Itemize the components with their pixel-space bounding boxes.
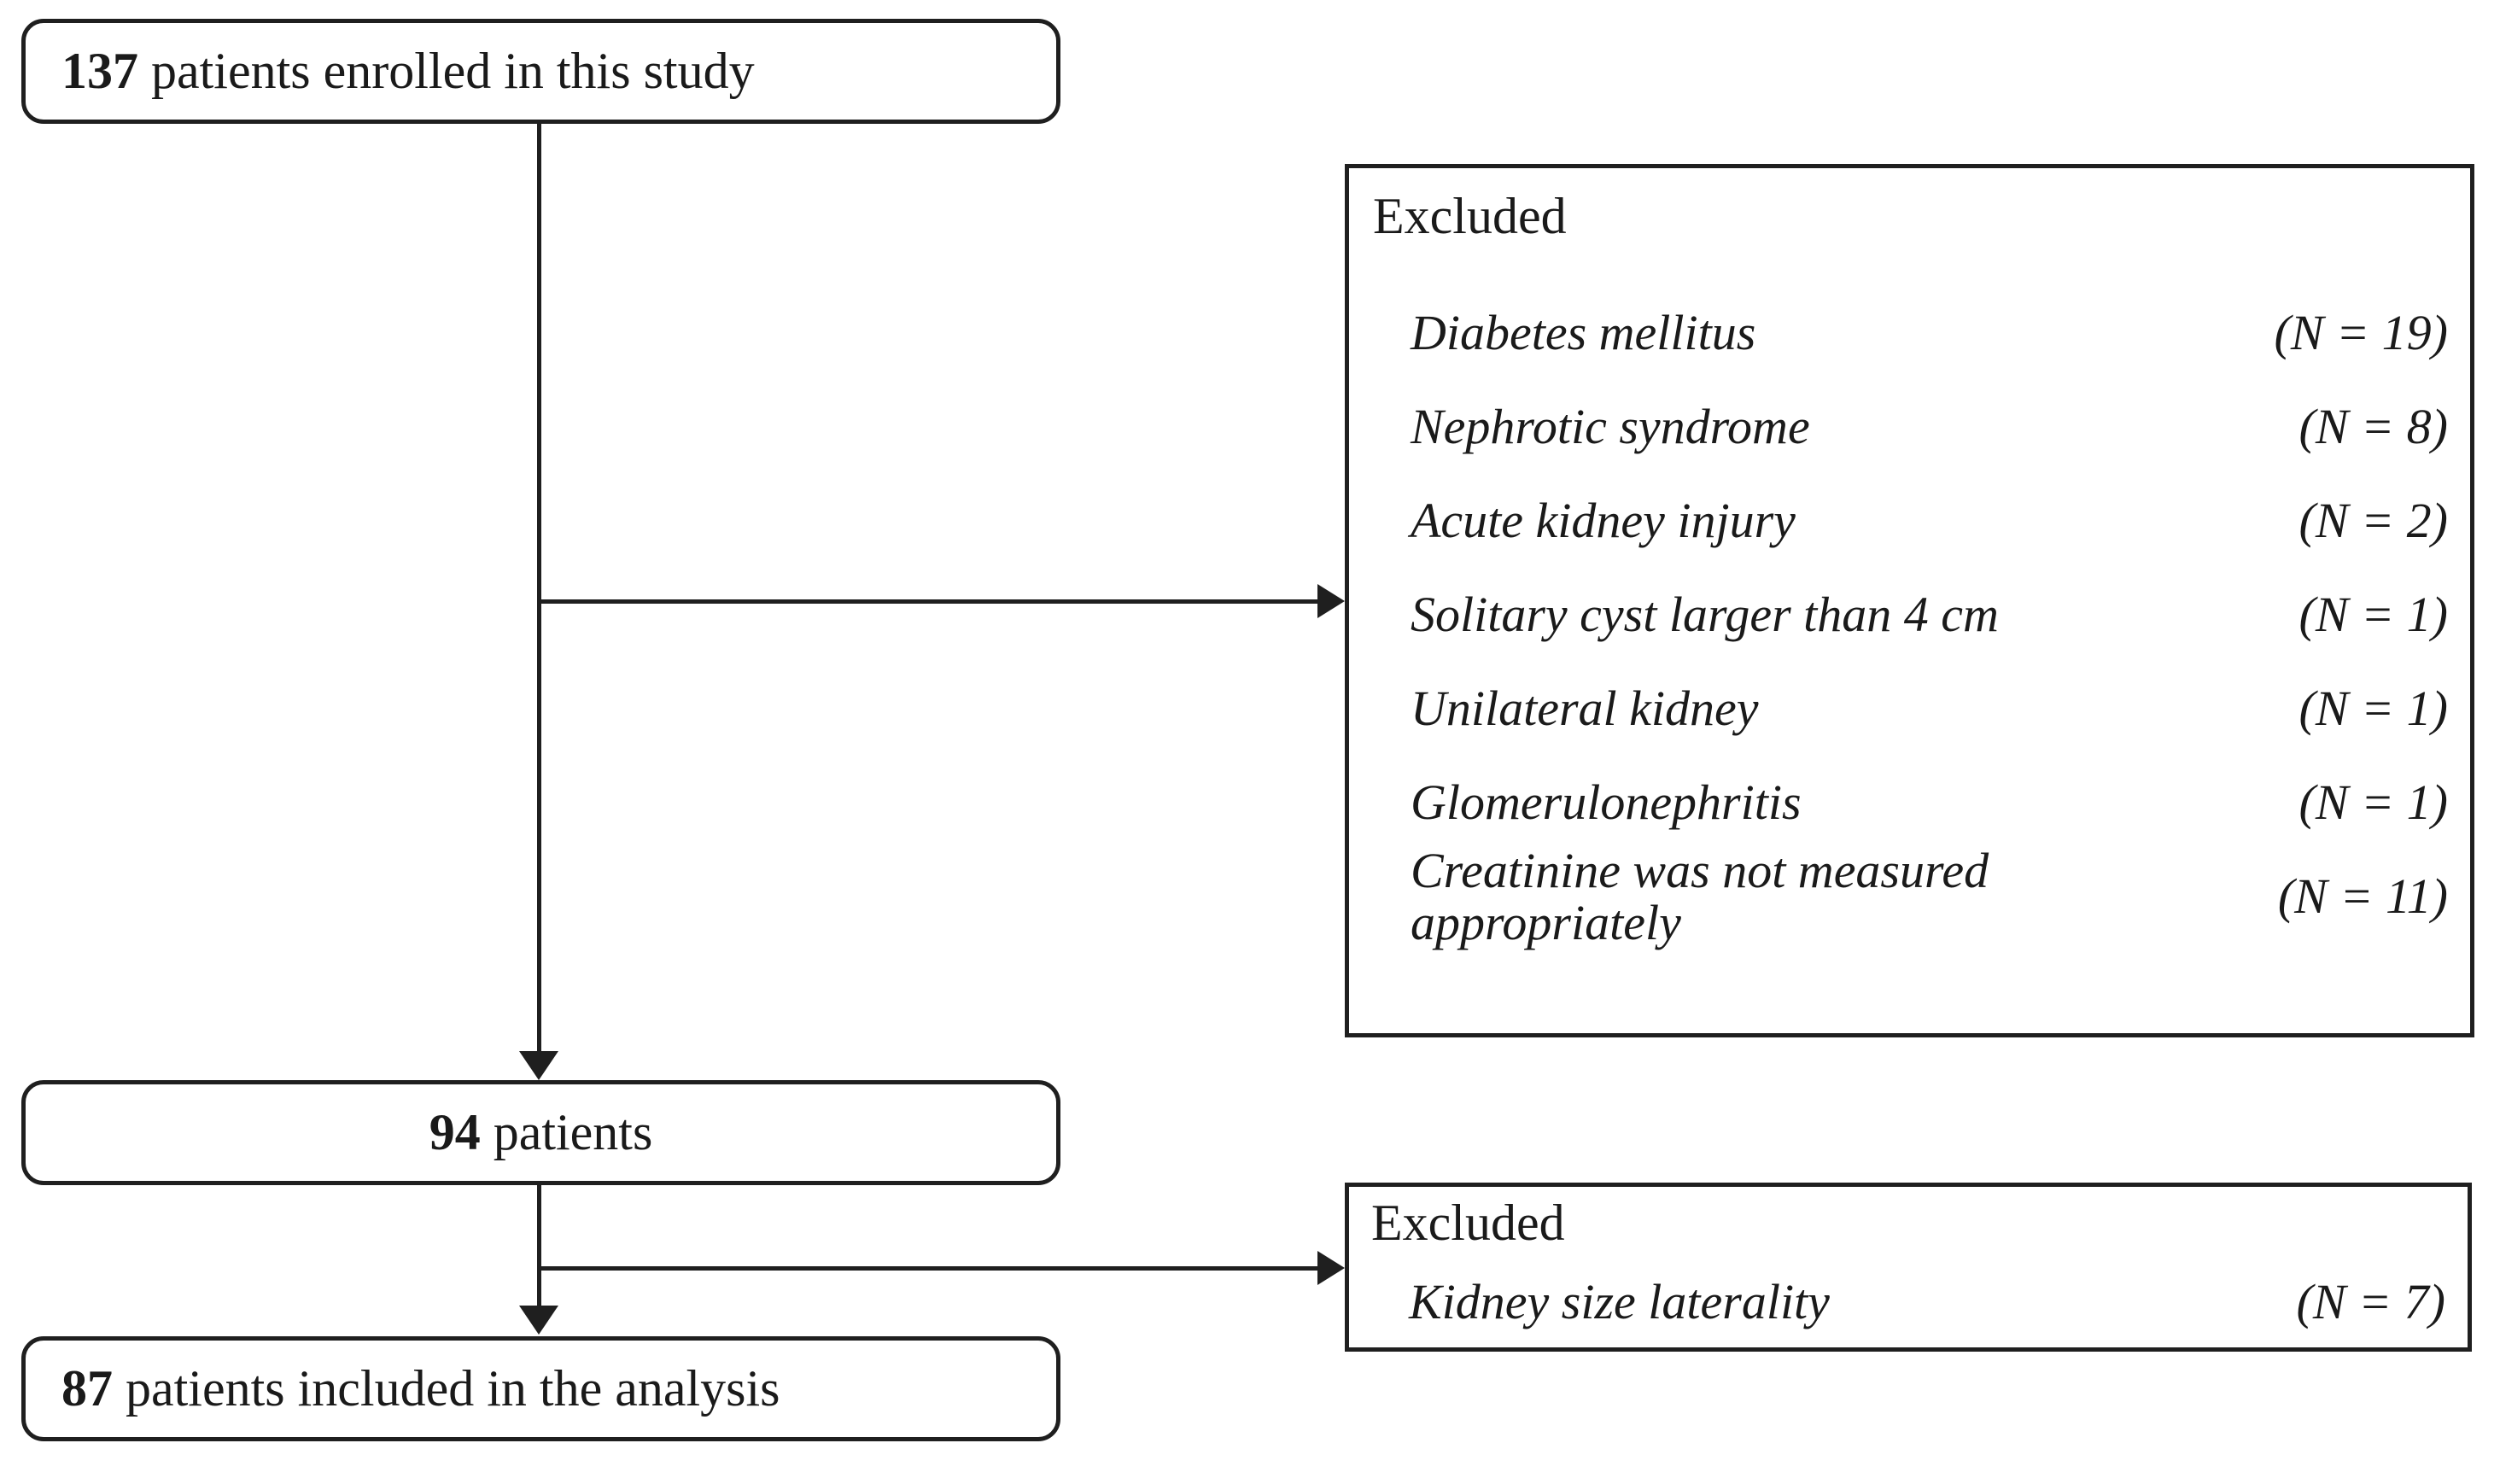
excluded-item-count: (N = 11) — [2277, 868, 2448, 925]
node-enrolled: 137 patients enrolled in this study — [21, 19, 1060, 124]
excluded-item-count: (N = 19) — [2274, 305, 2448, 361]
excluded-item: Glomerulonephritis (N = 1) — [1411, 756, 2448, 850]
node-after-first-exclusion-count: 94 — [429, 1104, 481, 1160]
connector-to-excluded-primary — [537, 599, 1319, 604]
excluded-item-reason: Nephrotic syndrome — [1411, 399, 1810, 455]
node-analyzed-text: 87 patients included in the analysis — [61, 1362, 780, 1416]
node-enrolled-text: 137 patients enrolled in this study — [61, 44, 755, 98]
arrowhead-to-excluded-secondary — [1317, 1251, 1345, 1285]
node-analyzed-label: patients included in the analysis — [113, 1360, 780, 1417]
excluded-secondary-box: Excluded Kidney size laterality (N = 7) — [1345, 1183, 2472, 1352]
excluded-item-count: (N = 1) — [2298, 681, 2448, 737]
excluded-primary-box: Excluded Diabetes mellitus (N = 19) Neph… — [1345, 164, 2474, 1037]
excluded-item: Nephrotic syndrome (N = 8) — [1411, 380, 2448, 474]
node-analyzed: 87 patients included in the analysis — [21, 1336, 1060, 1441]
excluded-item-count: (N = 1) — [2298, 587, 2448, 643]
excluded-item: Unilateral kidney (N = 1) — [1411, 662, 2448, 756]
excluded-item-reason: Glomerulonephritis — [1411, 774, 1802, 831]
connector-to-excluded-secondary — [537, 1266, 1319, 1271]
excluded-secondary-title: Excluded — [1371, 1195, 1565, 1251]
connector-94-to-87 — [537, 1185, 541, 1307]
excluded-item-count: (N = 8) — [2298, 399, 2448, 455]
excluded-item-reason: Creatinine was not measured appropriatel… — [1411, 842, 1989, 950]
excluded-item: Solitary cyst larger than 4 cm (N = 1) — [1411, 568, 2448, 662]
connector-enrolled-to-94 — [537, 124, 541, 1055]
excluded-item: Acute kidney injury (N = 2) — [1411, 474, 2448, 568]
excluded-item-reason: Acute kidney injury — [1411, 493, 1796, 549]
excluded-item-reason: Unilateral kidney — [1411, 681, 1759, 737]
excluded-item-count: (N = 7) — [2296, 1274, 2445, 1330]
excluded-item-reason: Kidney size laterality — [1409, 1274, 1830, 1330]
excluded-item: Creatinine was not measured appropriatel… — [1411, 844, 2448, 949]
arrowhead-to-excluded-primary — [1317, 584, 1345, 618]
excluded-primary-title: Excluded — [1373, 188, 1567, 244]
node-after-first-exclusion: 94 patients — [21, 1080, 1060, 1185]
excluded-item-count: (N = 2) — [2298, 493, 2448, 549]
node-after-first-exclusion-text: 94 patients — [429, 1106, 653, 1160]
arrowhead-to-87-box — [519, 1306, 558, 1335]
node-enrolled-count: 137 — [61, 43, 138, 99]
node-analyzed-count: 87 — [61, 1360, 113, 1417]
excluded-item-reason: Diabetes mellitus — [1411, 305, 1756, 361]
excluded-item-count: (N = 1) — [2298, 774, 2448, 831]
excluded-item: Diabetes mellitus (N = 19) — [1411, 286, 2448, 380]
excluded-item: Kidney size laterality (N = 7) — [1409, 1265, 2445, 1339]
excluded-primary-list: Diabetes mellitus (N = 19) Nephrotic syn… — [1411, 286, 2448, 949]
arrowhead-to-94-box — [519, 1051, 558, 1080]
node-after-first-exclusion-label: patients — [480, 1104, 653, 1160]
excluded-secondary-list: Kidney size laterality (N = 7) — [1409, 1265, 2445, 1339]
node-enrolled-label: patients enrolled in this study — [138, 43, 755, 99]
excluded-item-reason: Solitary cyst larger than 4 cm — [1411, 587, 1999, 643]
